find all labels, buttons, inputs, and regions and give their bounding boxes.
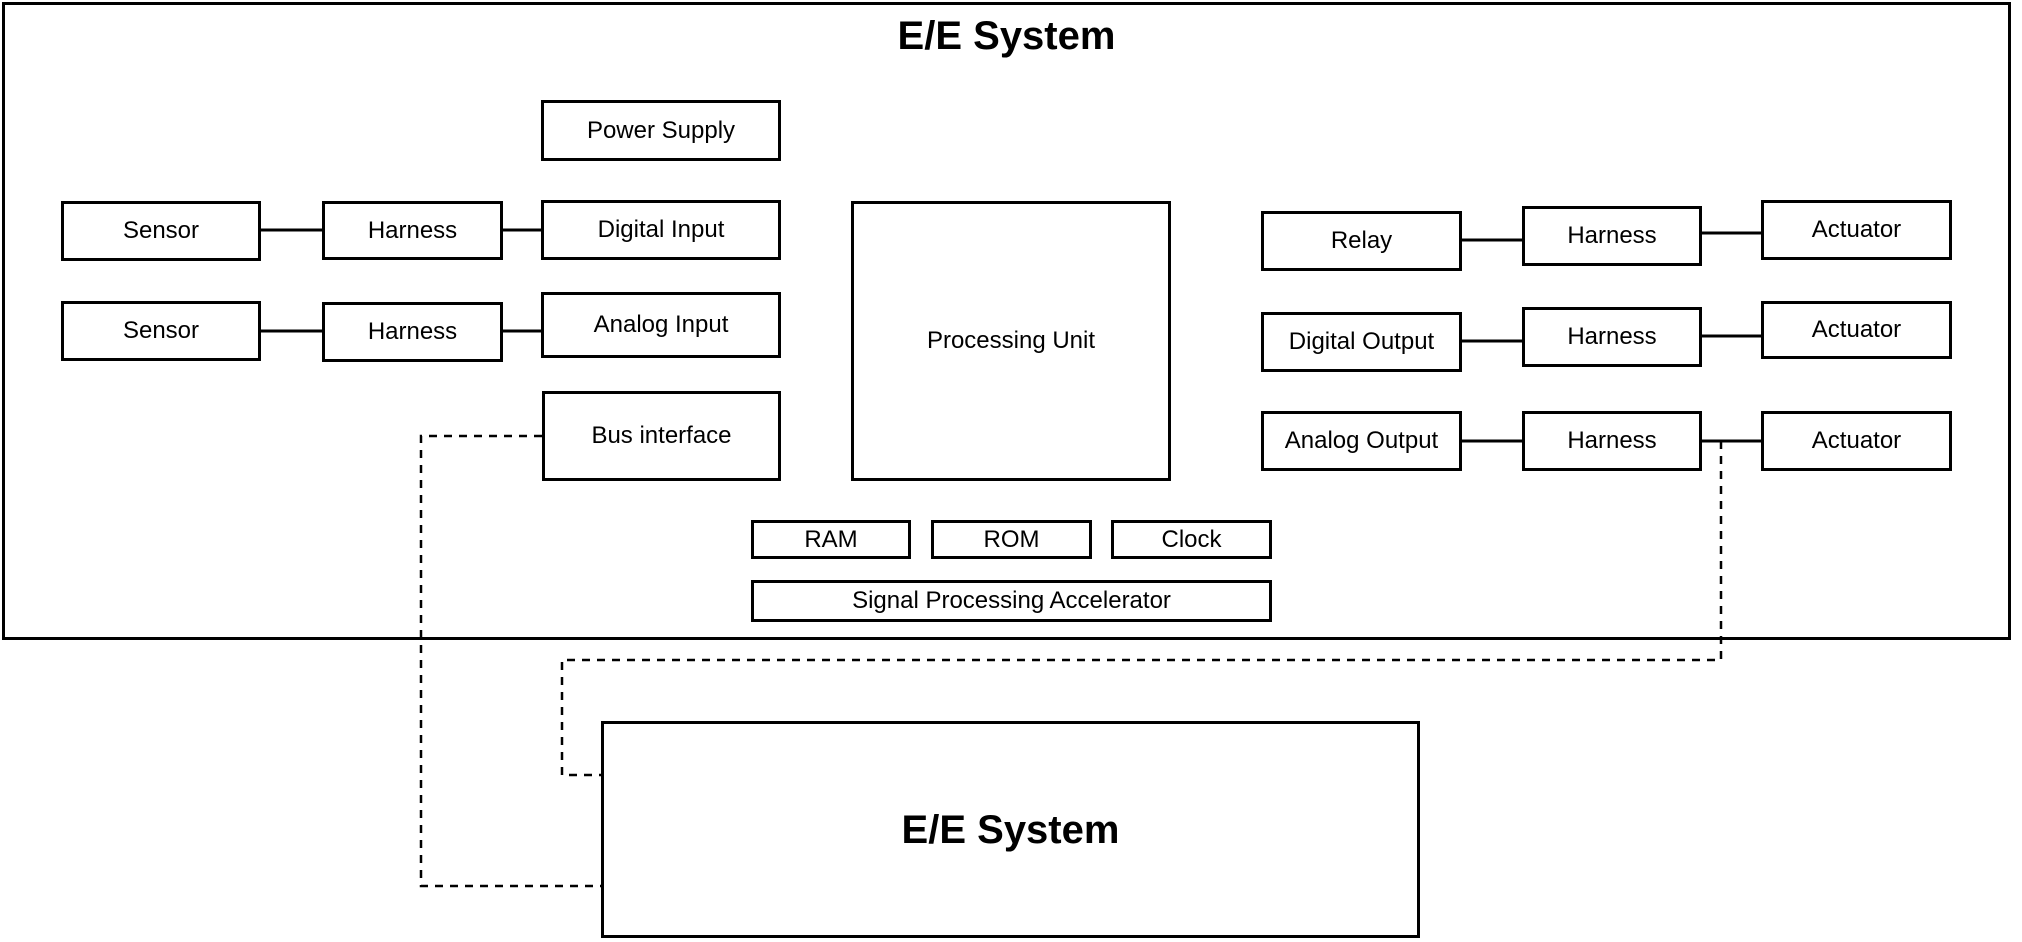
- harness-label-right-row3: Harness: [1567, 427, 1657, 454]
- rom-block: ROM: [931, 520, 1092, 559]
- power-supply-block: Power Supply: [541, 100, 781, 161]
- ram-block: RAM: [751, 520, 911, 559]
- actuator-block-row1: Actuator: [1761, 200, 1952, 260]
- bus-interface-block: Bus interface: [542, 391, 781, 481]
- analog-output-label: Analog Output: [1284, 427, 1439, 454]
- digital-output-label: Digital Output: [1288, 328, 1435, 355]
- external-ee-system-title: E/E System: [901, 807, 1120, 852]
- actuator-block-row3: Actuator: [1761, 411, 1952, 471]
- digital-input-label: Digital Input: [597, 216, 725, 243]
- rom-label: ROM: [983, 525, 1040, 553]
- signal-processing-accelerator-label: Signal Processing Accelerator: [852, 587, 1171, 614]
- harness-label-right-row2: Harness: [1567, 323, 1657, 350]
- sensor-block-row2: Sensor: [61, 301, 261, 361]
- digital-input-block: Digital Input: [541, 200, 781, 260]
- harness-block-right-row3: Harness: [1522, 411, 1702, 471]
- clock-label: Clock: [1161, 525, 1222, 553]
- analog-input-label: Analog Input: [593, 311, 729, 338]
- actuator-block-row2: Actuator: [1761, 301, 1952, 359]
- power-supply-label: Power Supply: [586, 116, 736, 144]
- analog-input-block: Analog Input: [541, 292, 781, 358]
- sensor-block-row1: Sensor: [61, 201, 261, 261]
- analog-output-block: Analog Output: [1261, 411, 1462, 471]
- harness-label-left-row1: Harness: [367, 216, 458, 244]
- sensor-label-row1: Sensor: [122, 217, 200, 244]
- clock-block: Clock: [1111, 520, 1272, 559]
- relay-block: Relay: [1261, 211, 1462, 271]
- processing-unit-label: Processing Unit: [926, 327, 1096, 354]
- harness-block-left-row1: Harness: [322, 201, 503, 260]
- ram-label: RAM: [804, 525, 858, 553]
- signal-processing-accelerator-block: Signal Processing Accelerator: [751, 580, 1272, 622]
- harness-block-right-row1: Harness: [1522, 206, 1702, 266]
- actuator-label-row1: Actuator: [1811, 216, 1902, 243]
- sensor-label-row2: Sensor: [122, 317, 200, 344]
- ee-system-title: E/E System: [897, 14, 1116, 58]
- actuator-label-row3: Actuator: [1811, 427, 1902, 454]
- actuator-label-row2: Actuator: [1811, 316, 1902, 343]
- harness-label-right-row1: Harness: [1567, 222, 1657, 249]
- harness-block-left-row2: Harness: [322, 302, 503, 362]
- harness-block-right-row2: Harness: [1522, 307, 1702, 367]
- relay-label: Relay: [1330, 227, 1393, 254]
- processing-unit-block: Processing Unit: [851, 201, 1171, 481]
- harness-label-left-row2: Harness: [367, 318, 458, 345]
- digital-output-block: Digital Output: [1261, 312, 1462, 372]
- bus-interface-label: Bus interface: [591, 422, 732, 449]
- external-ee-system-box: E/E System: [601, 721, 1420, 938]
